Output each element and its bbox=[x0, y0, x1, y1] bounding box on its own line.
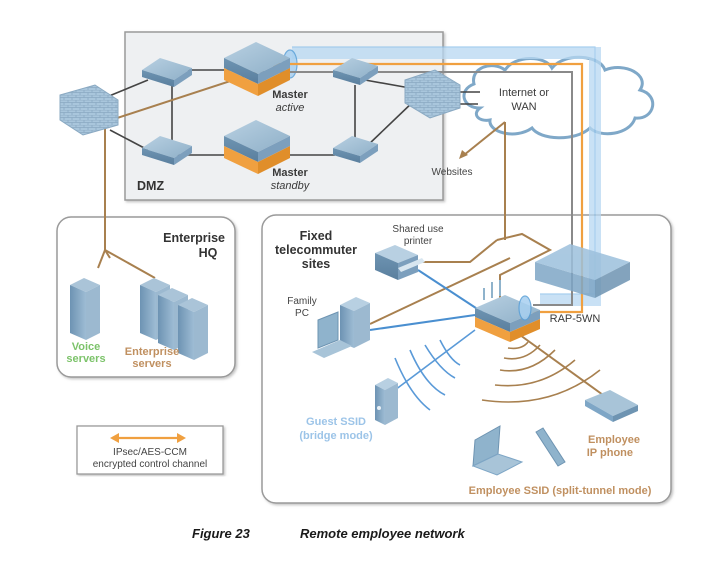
switch-dmz-bottom-right-icon bbox=[333, 136, 378, 163]
guest-ssid-label-1: Guest SSID bbox=[306, 416, 366, 428]
figure-title: Remote employee network bbox=[300, 526, 465, 541]
firewall-left-icon bbox=[59, 84, 119, 136]
legend-arrow-right bbox=[177, 433, 186, 443]
employee-ssid-label: Employee SSID (split-tunnel mode) bbox=[469, 485, 652, 497]
master-active-label-1: Master bbox=[272, 89, 308, 101]
master-active-controller-icon bbox=[224, 42, 290, 96]
master-standby-controller-icon bbox=[224, 120, 290, 174]
hq-label-1: Enterprise bbox=[163, 231, 225, 245]
dmz-label: DMZ bbox=[137, 179, 164, 193]
enterprise-servers-label-2: servers bbox=[132, 358, 171, 370]
master-active-label-2: active bbox=[276, 102, 305, 114]
laptop-icon bbox=[471, 425, 524, 476]
family-pc-label-2: PC bbox=[295, 308, 309, 319]
ip-phone-label-1: Employee bbox=[588, 434, 640, 446]
figure-number: Figure 23 bbox=[192, 526, 251, 541]
master-standby-label-2: standby bbox=[271, 180, 311, 192]
ipsec-tunnel-band bbox=[292, 46, 601, 306]
legend-label-2: encrypted control channel bbox=[93, 459, 208, 470]
websites-label: Websites bbox=[432, 167, 473, 178]
master-standby-label-1: Master bbox=[272, 167, 308, 179]
fixed-label-1: Fixed bbox=[300, 229, 333, 243]
tunnel-end-rap bbox=[518, 295, 532, 321]
employee-wifi-waves bbox=[481, 341, 601, 403]
internet-label-2: WAN bbox=[511, 101, 536, 113]
printer-icon bbox=[375, 245, 425, 280]
guest-wifi-waves bbox=[394, 329, 476, 411]
rap-5wn-icon bbox=[475, 280, 540, 342]
printer-label-1: Shared use bbox=[392, 224, 444, 235]
home-gateway-icon bbox=[535, 244, 630, 298]
switch-dmz-top-right-icon bbox=[333, 58, 378, 85]
legend-box: IPsec/AES-CCM encrypted control channel bbox=[76, 425, 224, 475]
switch-dmz-top-left-icon bbox=[142, 58, 192, 87]
enterprise-servers-label-1: Enterprise bbox=[125, 346, 179, 358]
ip-phone-label-2: IP phone bbox=[587, 447, 633, 459]
ip-phone-icon bbox=[585, 390, 638, 422]
wireless-handset-icon bbox=[535, 427, 566, 467]
enterprise-servers-icon bbox=[140, 278, 208, 360]
hq-label-2: HQ bbox=[199, 246, 218, 260]
fixed-label-2: telecommuter bbox=[275, 243, 357, 257]
guest-ssid-label-2: (bridge mode) bbox=[299, 430, 373, 442]
legend-label-1: IPsec/AES-CCM bbox=[113, 447, 187, 458]
websites-arrowhead bbox=[459, 150, 468, 159]
ipsec-control-channel bbox=[275, 62, 584, 314]
legend-arrow-left bbox=[110, 433, 119, 443]
firewall-right-icon bbox=[404, 69, 461, 119]
voice-servers-label-2: servers bbox=[66, 353, 105, 365]
switch-dmz-bottom-left-icon bbox=[142, 136, 192, 165]
voice-server-icon bbox=[70, 278, 100, 340]
blue-links bbox=[369, 269, 483, 331]
internet-cloud-icon bbox=[462, 55, 655, 140]
voice-servers-label-1: Voice bbox=[72, 341, 101, 353]
guest-device-icon bbox=[375, 378, 398, 425]
rap-label: RAP-5WN bbox=[550, 313, 601, 325]
grey-tunnel-wire bbox=[260, 71, 573, 306]
internet-label-1: Internet or bbox=[499, 87, 549, 99]
printer-label-2: printer bbox=[404, 236, 433, 247]
family-pc-icon bbox=[312, 297, 370, 358]
family-pc-label-1: Family bbox=[287, 296, 316, 307]
fixed-label-3: sites bbox=[302, 257, 331, 271]
